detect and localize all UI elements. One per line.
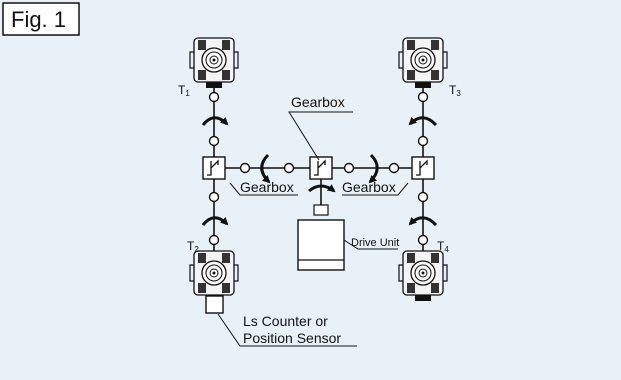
coupling-circles bbox=[208, 91, 429, 246]
gearbox-left-symbol bbox=[202, 156, 226, 180]
gearbox-left-label: Gearbox bbox=[240, 179, 294, 195]
sensor-box bbox=[205, 295, 224, 314]
motor-t4 bbox=[398, 250, 448, 302]
rotation-arrows bbox=[201, 116, 438, 227]
motor-t2 bbox=[189, 250, 239, 302]
drive-unit-label: Drive Unit bbox=[351, 237, 399, 249]
label-t4: T4 bbox=[437, 239, 449, 254]
sensor-label-line1: Ls Counter or bbox=[243, 313, 328, 329]
label-t2: T2 bbox=[187, 239, 199, 254]
label-t1: T1 bbox=[178, 83, 190, 98]
motor-t3 bbox=[398, 37, 448, 89]
gearbox-right-symbol bbox=[411, 156, 435, 180]
leader-lines bbox=[217, 111, 409, 347]
label-t3: T3 bbox=[449, 83, 461, 98]
gearbox-right-label: Gearbox bbox=[342, 179, 396, 195]
svg-text:Fig. 1: Fig. 1 bbox=[11, 7, 66, 32]
figure-label: Fig. 1 bbox=[2, 2, 80, 36]
gearbox-center-label: Gearbox bbox=[291, 94, 345, 110]
drive-unit bbox=[297, 204, 345, 271]
sensor-label-line2: Position Sensor bbox=[243, 330, 341, 346]
motor-t1 bbox=[189, 37, 239, 89]
gearbox-center-symbol bbox=[309, 156, 333, 180]
